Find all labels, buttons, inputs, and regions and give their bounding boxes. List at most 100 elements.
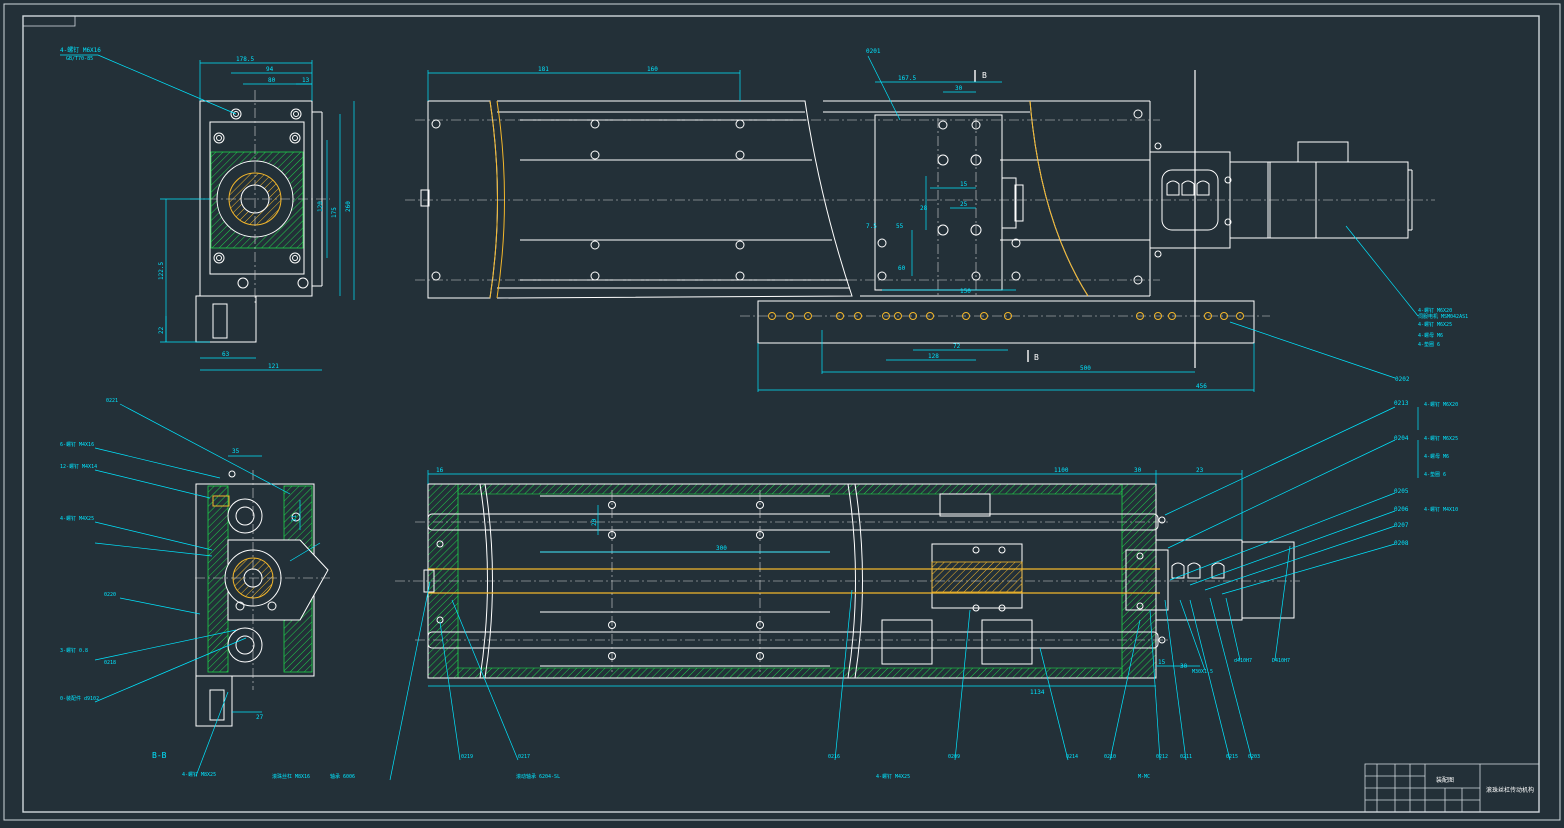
callout-note: 4-螺钉 M4X10 xyxy=(1424,506,1458,513)
callout-note: 轴承 6006 xyxy=(330,773,355,780)
dim-label: 7.5 xyxy=(866,223,877,230)
callout-label: 伺服电机 MSM042AS1 xyxy=(1418,313,1468,320)
callout-label: 0212 xyxy=(1156,754,1168,760)
callout-label: 0216 xyxy=(828,754,840,760)
front-view-dimensions: 16 1100 30 23 20 300 1134 30 15 xyxy=(436,467,1204,696)
callout-label: 0-装配件 d9102 xyxy=(60,695,99,702)
front-bottom-notes: 滚珠丝杠 M8X16 轴承 6006 滚动轴承 6204-SL 4-螺钉 M4X… xyxy=(272,658,1290,780)
callout-label: 0203 xyxy=(1248,754,1260,760)
dim-label: 160 xyxy=(647,66,658,73)
dim-label: 300 xyxy=(716,545,727,552)
callout-label: GB/T70-85 xyxy=(66,56,93,62)
dim-label: 80 xyxy=(268,77,276,84)
callout-label: 6-螺钉 M4X16 xyxy=(60,441,94,448)
dim-label: 13 xyxy=(302,77,310,84)
callout-label: 0209 xyxy=(948,754,960,760)
callout-note: D410H7 xyxy=(1272,658,1290,664)
dim-label: 178.5 xyxy=(236,56,254,63)
dim-label: 167.5 xyxy=(898,75,916,82)
callout-label: 0221 xyxy=(106,398,118,404)
dim-label: 30 xyxy=(1180,663,1188,670)
dim-label: 16 xyxy=(436,467,444,474)
callout-label: 4-螺母 M6 xyxy=(1418,332,1443,339)
callout-label: 4-螺钉 M8X25 xyxy=(182,771,216,778)
drawing-title: 装配图 xyxy=(1436,776,1454,784)
callout-label: 4-螺钉 M6X25 xyxy=(1418,321,1452,328)
callout-note: 4-螺钉 M4X25 xyxy=(876,773,910,780)
drawing-frame xyxy=(3,3,1561,821)
section-view-label: B-B xyxy=(152,751,167,760)
dim-label: 128 xyxy=(928,353,939,360)
callout-label: 0205 xyxy=(1394,488,1409,495)
callout-note: 4-螺钉 M6X20 xyxy=(1424,401,1458,408)
callout-label: 0220 xyxy=(104,592,116,598)
front-view: 16 1100 30 23 20 300 1134 30 15 0213 020… xyxy=(272,400,1458,781)
dim-label: 94 xyxy=(266,66,274,73)
callout-label: 0210 xyxy=(1104,754,1116,760)
motor-callout: 4-螺钉 M6X20 伺服电机 MSM042AS1 4-螺钉 M6X25 4-螺… xyxy=(1418,307,1468,348)
section-callouts: 0221 6-螺钉 M4X16 12-螺钉 M4X14 4-螺钉 M4X25 0… xyxy=(60,398,216,778)
top-view: B B 181 160 167.5 30 15 xyxy=(405,48,1468,392)
callout-label: 0215 xyxy=(1226,754,1238,760)
callout-label: 0208 xyxy=(1394,540,1409,547)
callout-label: 0211 xyxy=(1180,754,1192,760)
dim-label: 30 xyxy=(955,85,963,92)
section-view: 35 31 27 0221 6-螺钉 M4X16 12-螺钉 M4X14 4-螺… xyxy=(60,398,330,778)
dim-label: 23 xyxy=(1196,467,1204,474)
dim-label: 35 xyxy=(232,448,240,455)
callout-label: 3-螺钉 0.8 xyxy=(60,647,88,654)
dim-label: 150 xyxy=(960,288,971,295)
callout-label: 0213 xyxy=(1394,400,1409,407)
callout-label: 4-螺钉 M6X16 xyxy=(60,46,101,54)
callout-label: 0201 xyxy=(866,48,881,55)
section-marker: B xyxy=(1034,353,1039,362)
front-right-callouts: 0213 0204 0205 0206 0207 0208 xyxy=(1394,400,1409,547)
dim-label: 15 xyxy=(960,181,968,188)
callout-label: 0204 xyxy=(1394,435,1409,442)
front-right-notes: 4-螺钉 M6X20 4-螺钉 M6X25 4-螺母 M6 4-垫圈 6 4-螺… xyxy=(1424,401,1458,513)
callout-note: M-MC xyxy=(1138,774,1150,780)
dim-label: 72 xyxy=(953,343,961,350)
dim-label: 175 xyxy=(331,207,338,218)
callout-note: M30X1.5 xyxy=(1192,669,1213,675)
callout-label: 0217 xyxy=(518,754,530,760)
dim-label: 27 xyxy=(256,714,264,721)
callout-label: 4-垫圈 6 xyxy=(1418,341,1440,348)
dim-label: 121 xyxy=(268,363,279,370)
callout-note: 滚珠丝杠 M8X16 xyxy=(272,773,310,780)
section-marker: B xyxy=(982,71,987,80)
rail-holes xyxy=(768,312,1244,320)
callout-label: 4-螺钉 M4X25 xyxy=(60,515,94,522)
callout-label: 0202 xyxy=(1395,376,1410,383)
top-view-dimensions: 181 160 167.5 30 15 25 28 55 60 7.5 150 … xyxy=(538,66,1207,390)
dim-label: 1100 xyxy=(1054,467,1069,474)
callout-label: 0218 xyxy=(104,660,116,666)
dim-label: 55 xyxy=(896,223,904,230)
callout-label: 0219 xyxy=(461,754,473,760)
dim-label: 30 xyxy=(1134,467,1142,474)
callout-label: 0206 xyxy=(1394,506,1409,513)
callout-note: 滚动轴承 6204-SL xyxy=(516,773,560,780)
dim-label: 25 xyxy=(960,201,968,208)
callout-note: d410H7 xyxy=(1234,658,1252,664)
side-view-dimensions: 178.5 94 80 13 120 175 260 122.5 22 63 1… xyxy=(158,56,352,370)
dim-label: 60 xyxy=(898,265,906,272)
callout-label: 12-螺钉 M4X14 xyxy=(60,463,97,470)
callout-label: 4-螺钉 M6X20 xyxy=(1418,307,1452,314)
section-view-dimensions: 35 31 27 xyxy=(232,448,298,721)
dim-label: 456 xyxy=(1196,383,1207,390)
callout-note: 4-垫圈 6 xyxy=(1424,471,1446,478)
dim-label: 500 xyxy=(1080,365,1091,372)
dim-label: 260 xyxy=(345,201,352,212)
dim-label: 31 xyxy=(291,514,298,522)
dim-label: 15 xyxy=(1158,659,1166,666)
front-bottom-callouts: 0219 0217 0216 0209 0214 0210 0212 0211 … xyxy=(461,754,1260,760)
dim-label: 28 xyxy=(920,205,928,212)
dim-label: 1134 xyxy=(1030,689,1045,696)
title-block: 装配图 滚珠丝杠传动机构 xyxy=(1364,763,1540,813)
callout-note: 4-螺钉 M6X25 xyxy=(1424,435,1458,442)
dim-label: 22 xyxy=(158,326,165,334)
callout-label: 0214 xyxy=(1066,754,1078,760)
